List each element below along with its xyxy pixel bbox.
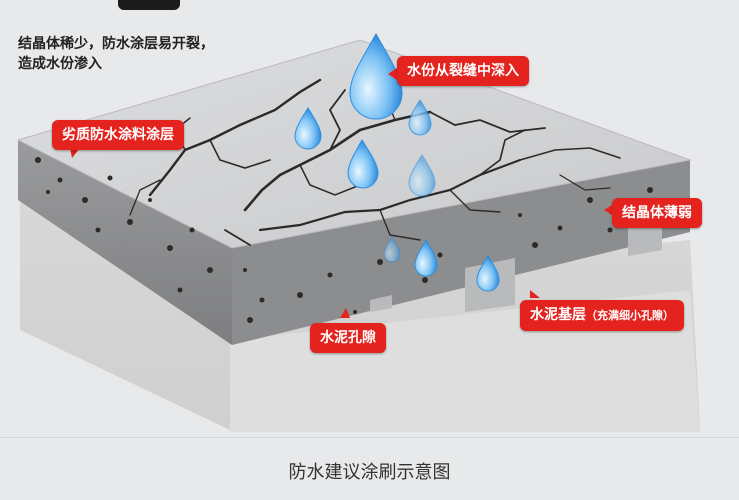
callout-cement-base: 水泥基层（充满细小孔隙）	[520, 300, 684, 331]
top-banner-tab	[118, 0, 180, 10]
callout-poor-coating-label: 劣质防水涂料涂层	[62, 127, 174, 143]
intro-line-2: 造成水份渗入	[18, 56, 102, 72]
pointer-base	[530, 290, 540, 298]
slab-front-side	[232, 160, 690, 345]
droplet-2	[347, 139, 379, 189]
droplet-5	[408, 154, 436, 197]
droplet-4	[408, 99, 432, 136]
intro-line-1: 结晶体稀少，防水涂层易开裂，	[18, 36, 214, 52]
droplet-8	[476, 255, 500, 292]
droplet-3	[294, 107, 322, 150]
slab-top-surface	[16, 39, 692, 249]
pointer-coating	[70, 148, 80, 158]
slab-illustration	[16, 32, 700, 432]
side-notch-1	[370, 295, 392, 312]
intro-text: 结晶体稀少，防水涂层易开裂， 造成水份渗入	[18, 34, 214, 74]
diagram-caption: 防水建议涂刷示意图	[288, 462, 451, 483]
slab-left-side	[18, 140, 232, 345]
callout-weak-crystal-label: 结晶体薄弱	[622, 205, 692, 221]
callout-poor-coating: 劣质防水涂料涂层	[52, 120, 184, 150]
water-droplets	[294, 32, 500, 292]
pointer-pores	[340, 308, 350, 318]
callout-weak-crystal: 结晶体薄弱	[612, 198, 702, 228]
pore-dots	[35, 157, 675, 323]
callout-water-seep-label: 水份从裂缝中深入	[407, 63, 519, 79]
droplet-7	[383, 236, 401, 263]
diagram-stage	[16, 32, 700, 432]
callout-cement-pores: 水泥孔隙	[310, 323, 386, 353]
callout-cement-pores-label: 水泥孔隙	[320, 330, 376, 346]
callout-water-seep: 水份从裂缝中深入	[397, 56, 529, 86]
callout-cement-base-label: 水泥基层	[530, 307, 586, 323]
pointer-crystal	[604, 205, 612, 215]
divider	[0, 437, 739, 438]
callout-cement-base-note: （充满细小孔隙）	[586, 309, 674, 322]
pointer-water	[388, 68, 397, 80]
droplet-6	[414, 239, 438, 277]
